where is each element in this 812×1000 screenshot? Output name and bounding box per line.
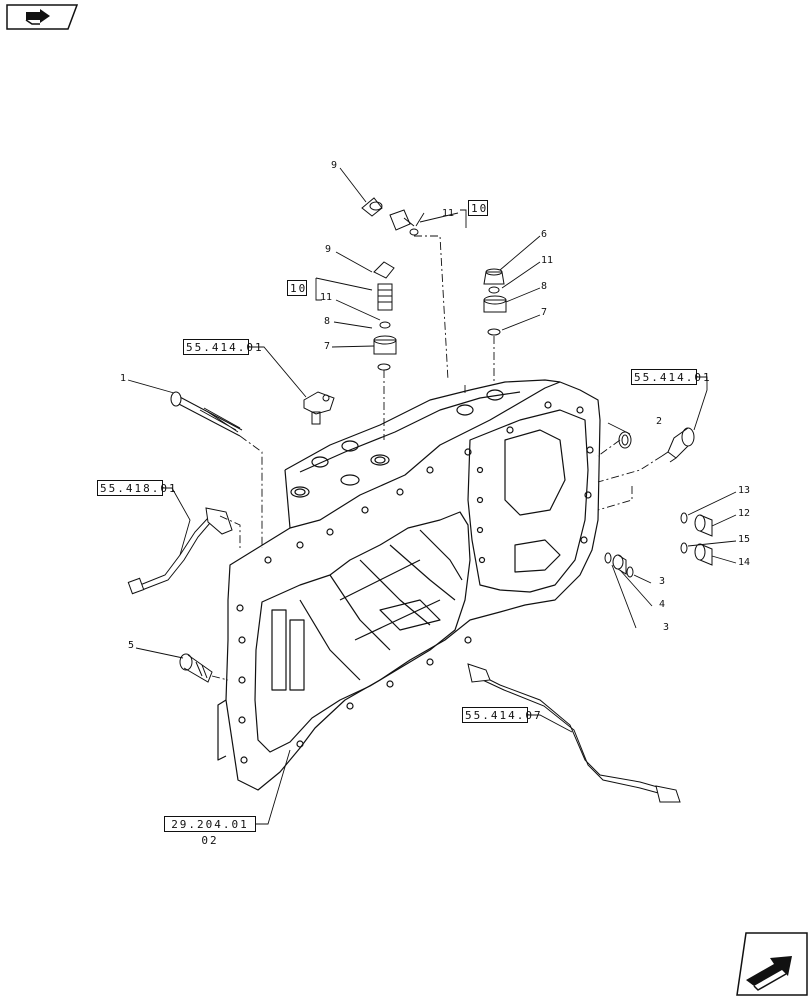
- callout-11-right: 11: [541, 255, 554, 266]
- callout-5: 5: [128, 640, 135, 651]
- callout-7-right: 7: [541, 307, 548, 318]
- callout-6: 6: [541, 229, 548, 240]
- callout-12: 12: [738, 508, 751, 519]
- housing-frame: [225, 381, 601, 791]
- callout-11-top: 11: [442, 208, 455, 219]
- callout-8-right: 8: [541, 281, 548, 292]
- ref-29-204-01-02[interactable]: 29.204.01 02: [164, 816, 256, 847]
- harness-55-418-01: [127, 507, 233, 595]
- ref-55-414-07[interactable]: 55.414.07: [462, 707, 541, 723]
- plug-group-right: [483, 268, 507, 336]
- speed-sensor-right: [661, 427, 695, 463]
- plug-part-4: [612, 554, 627, 575]
- callout-2: 2: [656, 416, 663, 427]
- callout-13: 13: [738, 485, 751, 496]
- bolt-part-1: [170, 391, 243, 437]
- oring-part-13: [680, 512, 688, 524]
- callout-8-mid: 8: [324, 316, 331, 327]
- bushing-part-14: [694, 543, 713, 566]
- next-page-arrow-icon[interactable]: [736, 932, 808, 996]
- callout-1: 1: [120, 373, 127, 384]
- speed-sensor-left: [303, 391, 335, 425]
- fitting-group-top: [361, 197, 419, 236]
- bolt-part-5: [179, 653, 213, 683]
- fitting-group-mid: [373, 261, 397, 371]
- harness-55-414-07: [467, 663, 681, 803]
- callout-10-mid: 10: [287, 280, 307, 296]
- callout-11-mid: 11: [320, 292, 333, 303]
- bushing-part-12: [694, 514, 713, 537]
- callout-9-mid: 9: [325, 244, 332, 255]
- ref-55-414-01-right[interactable]: 55.414.01: [631, 369, 710, 385]
- callout-3-b: 3: [663, 622, 670, 633]
- callout-3-a: 3: [659, 576, 666, 587]
- callout-4: 4: [659, 599, 666, 610]
- book-page-arrow-icon[interactable]: [6, 4, 78, 30]
- callout-15: 15: [738, 534, 751, 545]
- seal-ring-part-2: [618, 431, 632, 449]
- callout-9-top: 9: [331, 160, 338, 171]
- callout-14: 14: [738, 557, 751, 568]
- callout-7-mid: 7: [324, 341, 331, 352]
- ref-55-418-01[interactable]: 55.418.01: [97, 480, 176, 496]
- oring-part-3: [604, 552, 612, 564]
- oring-part-15: [680, 542, 688, 554]
- ref-55-414-01-left[interactable]: 55.414.01: [183, 339, 262, 355]
- callout-10-top: 10: [468, 200, 488, 216]
